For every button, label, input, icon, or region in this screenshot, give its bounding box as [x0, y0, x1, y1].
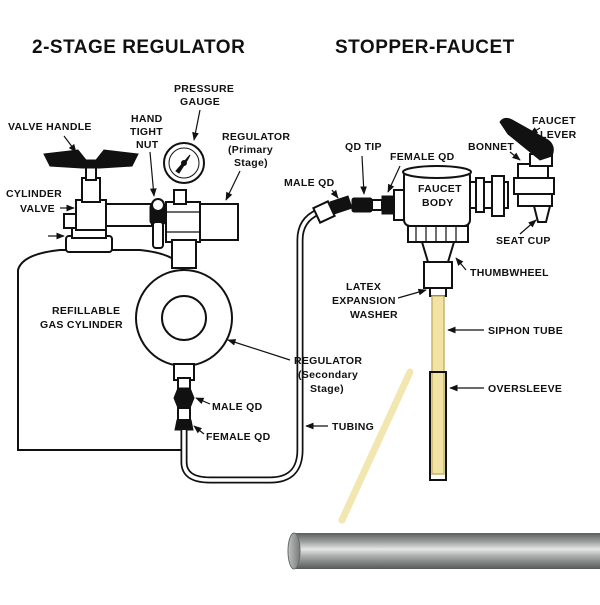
faucet-spout[interactable]	[499, 117, 555, 223]
label-male-qd-right: MALE QD	[284, 177, 335, 189]
label-thumbwheel: THUMBWHEEL	[470, 267, 549, 279]
label-reg-secondary-3: Stage)	[310, 383, 344, 395]
label-faucet-body-1: FAUCET	[418, 183, 462, 195]
label-male-qd-left: MALE QD	[212, 401, 263, 413]
label-valve-handle: VALVE HANDLE	[8, 121, 92, 133]
label-cyl-valve-1: CYLINDER	[6, 188, 62, 200]
stainless-rod-photo	[287, 368, 600, 570]
label-reg-secondary-2: (Secondary	[298, 369, 358, 381]
label-cylinder-1: REFILLABLE	[52, 305, 120, 317]
label-seat-cup: SEAT CUP	[496, 235, 551, 247]
left-quick-disconnect[interactable]	[173, 387, 195, 431]
label-reg-primary-2: (Primary	[228, 144, 273, 156]
siphon-tube-body	[431, 295, 445, 475]
label-latex-1: LATEX	[346, 281, 381, 293]
label-gauge: GAUGE	[180, 96, 220, 108]
label-latex-2: EXPANSION	[332, 295, 396, 307]
valve-handle[interactable]	[43, 149, 139, 169]
regulator-primary	[165, 189, 239, 243]
label-pressure: PRESSURE	[174, 83, 234, 95]
label-hand-2: TIGHT	[130, 126, 163, 138]
hand-tight-nut[interactable]	[149, 198, 167, 249]
right-quick-disconnect[interactable]	[312, 189, 411, 224]
siphon-tube	[429, 295, 447, 481]
pressure-gauge-icon	[163, 142, 205, 184]
label-reg-secondary-1: REGULATOR	[294, 355, 362, 367]
regulator-secondary	[135, 239, 233, 391]
label-faucet-lever-2: LEVER	[540, 129, 577, 141]
label-bonnet: BONNET	[468, 141, 514, 153]
label-reg-primary-1: REGULATOR	[222, 131, 290, 143]
label-cyl-valve-2: VALVE	[20, 203, 55, 215]
title-right: STOPPER-FAUCET	[335, 37, 515, 58]
label-hand-1: HAND	[131, 113, 163, 125]
stopper-assembly	[407, 225, 469, 297]
title-left: 2-STAGE REGULATOR	[32, 37, 245, 58]
label-cylinder-2: GAS CYLINDER	[40, 319, 123, 331]
label-qd-tip: QD TIP	[345, 141, 382, 153]
label-female-qd-left: FEMALE QD	[206, 431, 271, 443]
label-faucet-lever-1: FAUCET	[532, 115, 576, 127]
label-latex-3: WASHER	[350, 309, 398, 321]
label-siphon-tube: SIPHON TUBE	[488, 325, 563, 337]
label-female-qd-right: FEMALE QD	[390, 151, 455, 163]
cylinder-valve-body	[63, 165, 153, 231]
tubing	[180, 208, 320, 484]
faucet-body	[402, 165, 509, 227]
label-oversleeve: OVERSLEEVE	[488, 383, 562, 395]
label-tubing: TUBING	[332, 421, 374, 433]
label-faucet-body-2: BODY	[422, 197, 454, 209]
label-reg-primary-3: Stage)	[234, 157, 268, 169]
label-hand-3: NUT	[136, 139, 159, 151]
